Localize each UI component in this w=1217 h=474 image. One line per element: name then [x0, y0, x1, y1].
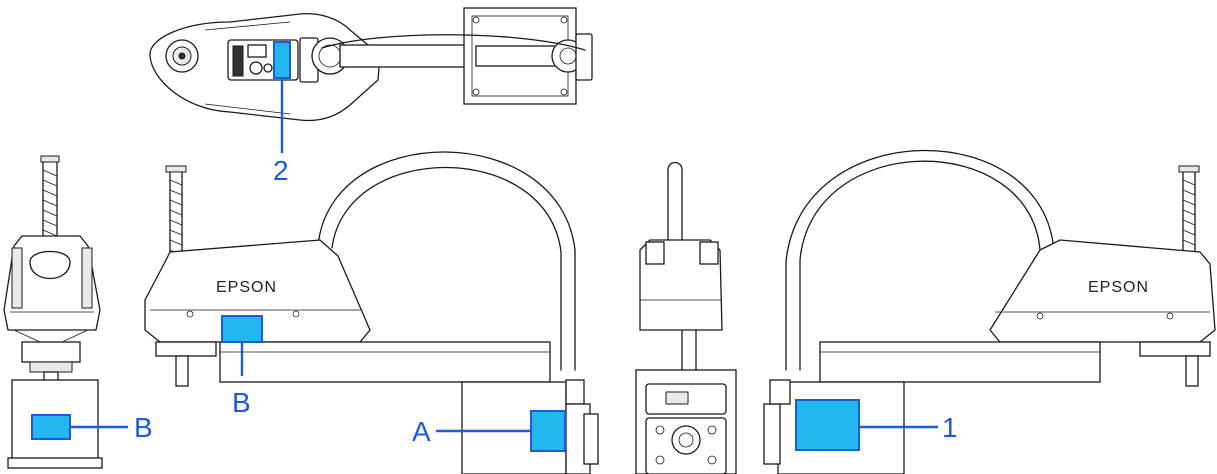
back-view: EPSON 1 — [763, 149, 1216, 474]
callout-b-side: B — [134, 412, 153, 443]
brand-logo: EPSON — [216, 279, 277, 296]
callout-2: 2 — [273, 155, 289, 186]
label-2-area — [273, 41, 291, 79]
callout-a: A — [412, 416, 431, 447]
label-b-arm — [221, 315, 263, 343]
brand-logo-back: EPSON — [1088, 279, 1149, 296]
rear-view — [635, 161, 737, 474]
top-view: 2 — [149, 7, 593, 186]
label-b-side — [31, 414, 71, 440]
left-side-view: B — [3, 155, 153, 469]
label-a-base — [530, 410, 566, 452]
front-view: EPSON B A — [144, 151, 599, 474]
label-1-base — [795, 399, 860, 451]
callout-b-arm: B — [232, 387, 251, 418]
callout-1: 1 — [942, 412, 958, 443]
